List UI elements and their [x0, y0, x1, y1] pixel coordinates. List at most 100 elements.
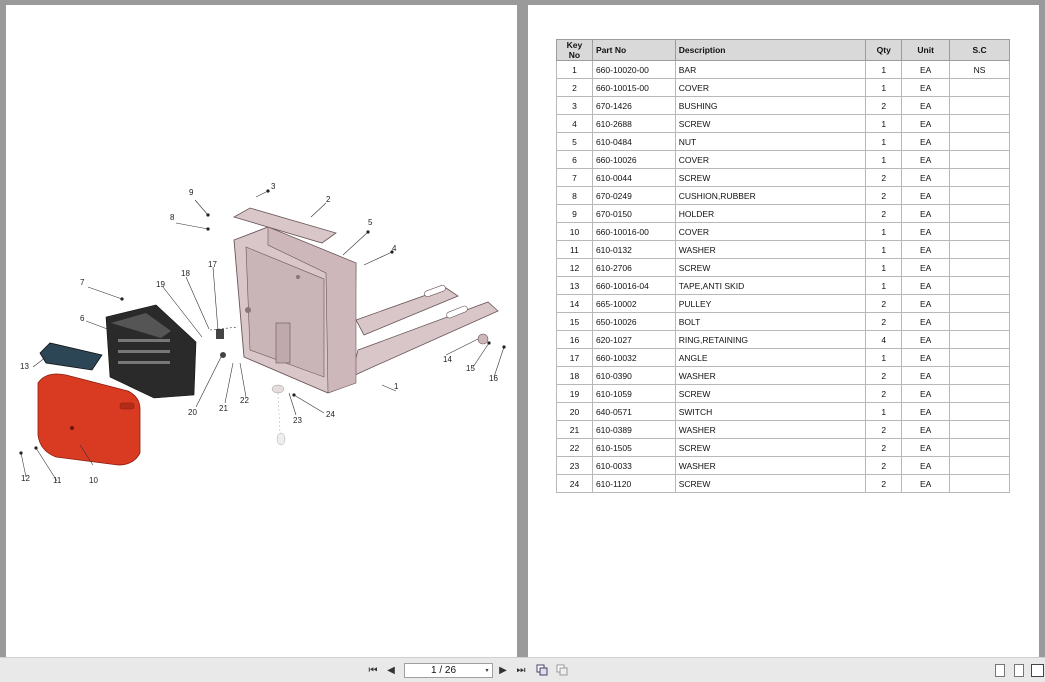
callout-13: 13: [20, 362, 29, 371]
cell-qty: 1: [865, 348, 903, 367]
previous-page-button[interactable]: ◀: [385, 662, 397, 678]
cell-sc: [949, 132, 1010, 151]
cell-sc: [949, 384, 1010, 403]
header-description: Description: [674, 39, 867, 61]
cell-description: SWITCH: [674, 402, 867, 421]
copy-page-button[interactable]: [535, 662, 549, 678]
cell-sc: [949, 456, 1010, 475]
cell-key-no: 19: [556, 384, 593, 403]
cell-unit: EA: [901, 150, 951, 169]
cell-unit: EA: [901, 60, 951, 79]
fork-assembly: [350, 284, 499, 378]
cell-sc: [949, 258, 1010, 277]
cell-sc: [949, 294, 1010, 313]
callout-16: 16: [489, 374, 498, 383]
header-sc: S.C: [949, 39, 1010, 61]
callout-8: 8: [170, 213, 175, 222]
cell-description: SCREW: [674, 258, 867, 277]
callout-23: 23: [293, 416, 302, 425]
cell-unit: EA: [901, 78, 951, 97]
header-part-no: Part No: [591, 39, 676, 61]
cell-description: BOLT: [674, 312, 867, 331]
two-page-view-icon[interactable]: [1031, 664, 1044, 677]
cell-part-no: 670-0150: [591, 204, 676, 223]
cell-description: BAR: [674, 60, 867, 79]
cell-unit: EA: [901, 420, 951, 439]
paste-page-button[interactable]: [555, 662, 569, 678]
cell-key-no: 13: [556, 276, 593, 295]
last-page-button[interactable]: ⏭: [514, 662, 528, 678]
exploded-parts-diagram: 1 2 3 4 5 6 7 8 9 10 11 12 13 14 15 16 1…: [19, 182, 506, 485]
cell-key-no: 14: [556, 294, 593, 313]
cell-key-no: 1: [556, 60, 593, 79]
cell-sc: [949, 474, 1010, 493]
cell-key-no: 9: [556, 204, 593, 223]
cell-description: RING,RETAINING: [674, 330, 867, 349]
cell-unit: EA: [901, 474, 951, 493]
cell-part-no: 610-1059: [591, 384, 676, 403]
continuous-view-icon[interactable]: [1014, 664, 1024, 677]
cell-key-no: 18: [556, 366, 593, 385]
cell-key-no: 3: [556, 96, 593, 115]
cell-description: WASHER: [674, 366, 867, 385]
copy-icon: [536, 664, 548, 676]
cell-qty: 1: [865, 222, 903, 241]
cell-qty: 2: [865, 204, 903, 223]
cell-unit: EA: [901, 240, 951, 259]
cell-key-no: 5: [556, 132, 593, 151]
cell-part-no: 660-10032: [591, 348, 676, 367]
cell-part-no: 640-0571: [591, 402, 676, 421]
callout-5: 5: [368, 218, 373, 227]
cell-part-no: 610-1505: [591, 438, 676, 457]
callout-12: 12: [21, 474, 30, 483]
cell-key-no: 12: [556, 258, 593, 277]
cell-sc: [949, 240, 1010, 259]
cell-part-no: 610-1120: [591, 474, 676, 493]
cell-unit: EA: [901, 438, 951, 457]
callout-6: 6: [80, 314, 85, 323]
cell-part-no: 610-0033: [591, 456, 676, 475]
cell-qty: 1: [865, 60, 903, 79]
viewer-toolbar: ⏮ ◀ 1 / 26 ▾ ▶ ⏭: [0, 657, 1045, 682]
cell-description: COVER: [674, 78, 867, 97]
callout-17: 17: [208, 260, 217, 269]
cell-description: COVER: [674, 222, 867, 241]
first-page-icon: ⏮: [368, 664, 378, 676]
cell-description: WASHER: [674, 420, 867, 439]
cell-qty: 1: [865, 240, 903, 259]
page-selector[interactable]: 1 / 26 ▾: [404, 663, 493, 678]
callout-labels: 1 2 3 4 5 6 7 8 9 10 11 12 13 14 15 16 1…: [20, 182, 498, 485]
cell-sc: [949, 186, 1010, 205]
callout-19: 19: [156, 280, 165, 289]
cell-description: SCREW: [674, 438, 867, 457]
page-indicator: 1 / 26: [430, 665, 457, 676]
cell-sc: [949, 402, 1010, 421]
cell-description: WASHER: [674, 456, 867, 475]
cell-qty: 2: [865, 456, 903, 475]
next-page-button[interactable]: ▶: [497, 662, 509, 678]
cell-qty: 1: [865, 132, 903, 151]
anti-skid-pad: [39, 342, 103, 371]
callout-7: 7: [80, 278, 85, 287]
cell-sc: [949, 168, 1010, 187]
cell-unit: EA: [901, 186, 951, 205]
cell-qty: 1: [865, 114, 903, 133]
cell-key-no: 8: [556, 186, 593, 205]
cell-part-no: 610-0389: [591, 420, 676, 439]
cell-sc: [949, 114, 1010, 133]
cell-part-no: 610-2688: [591, 114, 676, 133]
single-page-view-icon[interactable]: [995, 664, 1005, 677]
first-page-button[interactable]: ⏮: [366, 662, 380, 678]
header-unit: Unit: [901, 39, 951, 61]
